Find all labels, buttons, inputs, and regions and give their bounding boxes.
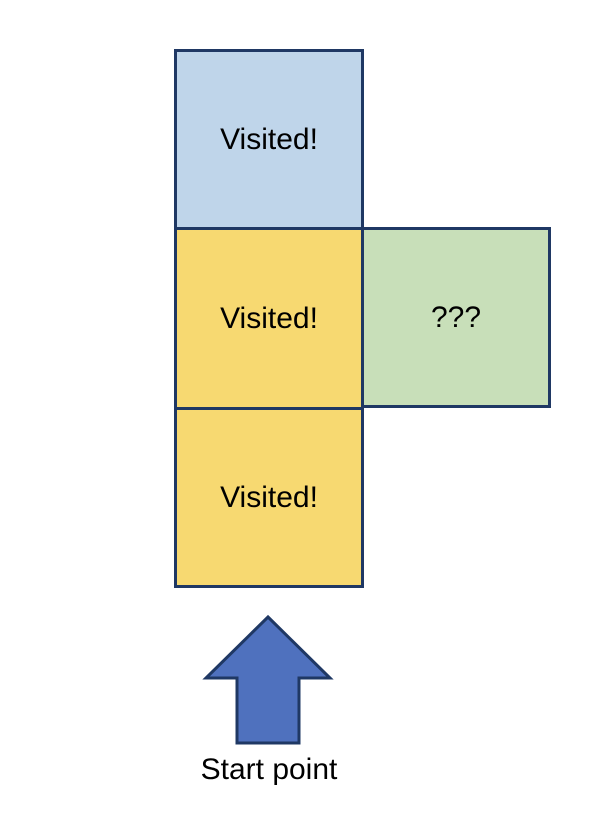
grid-cell-bottom-visited: Visited! [174, 407, 364, 588]
cell-label: ??? [430, 300, 482, 334]
cell-label: Visited! [220, 480, 318, 514]
up-arrow-icon [202, 613, 334, 747]
grid-cell-middle-visited: Visited! [174, 227, 364, 410]
start-point-label: Start point [200, 753, 338, 786]
cell-label: Visited! [220, 122, 318, 156]
grid-cell-top-visited: Visited! [174, 49, 364, 230]
grid-cell-right-unknown: ??? [361, 227, 551, 408]
cell-label: Visited! [220, 301, 318, 335]
